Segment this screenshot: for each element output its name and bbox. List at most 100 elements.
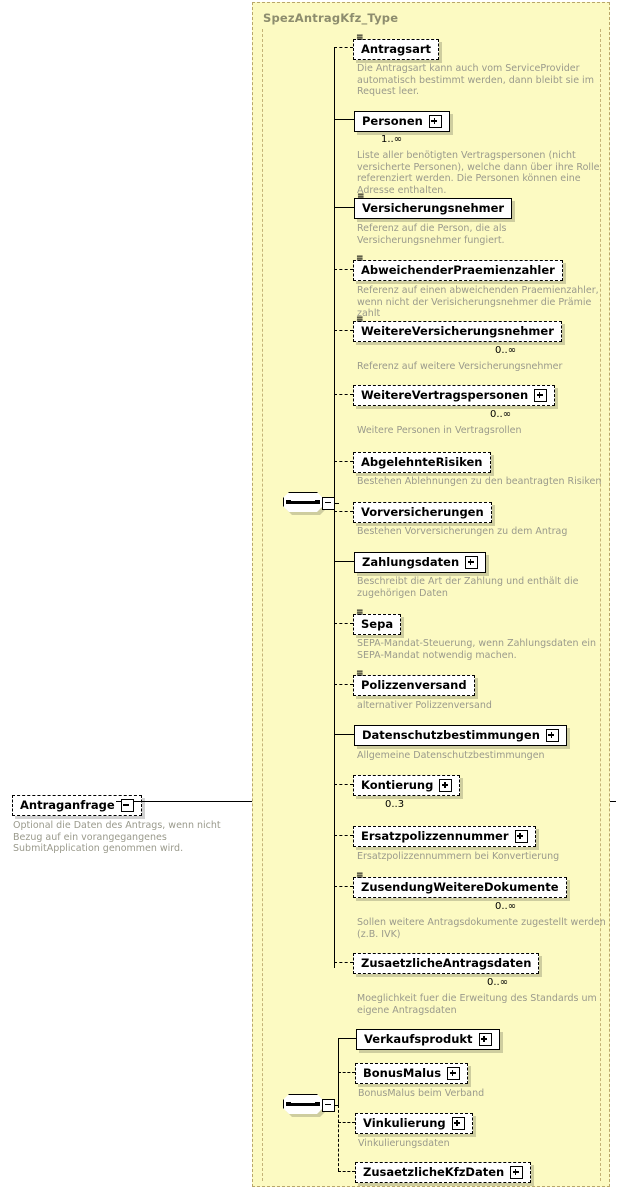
node-versicherungsnehmer-box[interactable]: ≡ Versicherungsnehmer bbox=[354, 193, 513, 219]
node-verkaufsprodukt-box[interactable]: Verkaufsprodukt bbox=[356, 1029, 500, 1050]
node-weitereversicherungsnehmer-occurrence: 0..∞ bbox=[495, 345, 517, 356]
plus-expander-icon[interactable] bbox=[439, 779, 453, 792]
node-weitereversicherungsnehmer[interactable]: ≡ WeitereVersicherungsnehmer bbox=[353, 316, 564, 344]
branch-datenschutzbestimmungen bbox=[334, 734, 354, 735]
node-antragsart-description: Die Antragsart kann auch vom ServiceProv… bbox=[357, 63, 594, 97]
group2-trunk-upper bbox=[338, 1038, 339, 1105]
branch-bonusmalus bbox=[338, 1072, 355, 1073]
node-bonusmalus-label: BonusMalus bbox=[363, 1066, 442, 1080]
attribute-marker-icon: ≡ bbox=[356, 669, 363, 679]
node-kontierung-box[interactable]: Kontierung bbox=[353, 775, 463, 798]
node-zusendungweiteredokumente-box[interactable]: ≡ ZusendungWeitereDokumente bbox=[353, 872, 569, 900]
node-ersatzpolizzennummer-box[interactable]: Ersatzpolizzennummer bbox=[353, 826, 536, 847]
minus-expander-icon[interactable] bbox=[322, 1098, 335, 1112]
branch-abweichenderpraemienzahler bbox=[334, 269, 353, 270]
node-ersatzpolizzennummer[interactable]: Ersatzpolizzennummer bbox=[353, 825, 536, 847]
node-datenschutzbestimmungen-box[interactable]: Datenschutzbestimmungen bbox=[354, 725, 567, 746]
minus-expander-icon[interactable] bbox=[120, 799, 134, 812]
node-datenschutzbestimmungen[interactable]: Datenschutzbestimmungen bbox=[354, 724, 567, 746]
branch-zusendungweiteredokumente bbox=[334, 886, 353, 887]
node-abweichenderpraemienzahler[interactable]: ≡ AbweichenderPraemienzahler bbox=[353, 255, 563, 281]
plus-expander-icon[interactable] bbox=[510, 1166, 524, 1179]
node-datenschutzbestimmungen-label: Datenschutzbestimmungen bbox=[362, 728, 540, 742]
node-vorversicherungen-box[interactable]: Vorversicherungen bbox=[353, 502, 492, 523]
node-antragsart-label: Antragsart bbox=[361, 42, 432, 56]
node-vorversicherungen-label: Vorversicherungen bbox=[361, 505, 484, 519]
node-weiterevertragspersonen-label: WeitereVertragspersonen bbox=[361, 388, 529, 402]
branch-weitereversicherungsnehmer bbox=[334, 330, 353, 331]
node-weiterevertragspersonen[interactable]: WeitereVertragspersonen bbox=[353, 384, 558, 408]
node-antragsart[interactable]: ≡ Antragsart bbox=[353, 34, 440, 60]
node-bonusmalus-box[interactable]: BonusMalus bbox=[355, 1063, 469, 1084]
minus-expander-icon[interactable] bbox=[322, 496, 335, 510]
branch-vorversicherungen bbox=[334, 511, 353, 512]
plus-expander-icon[interactable] bbox=[514, 830, 528, 843]
group2-trunk-lower bbox=[338, 1105, 339, 1171]
node-ersatzpolizzennummer-label: Ersatzpolizzennummer bbox=[361, 829, 509, 843]
branch-vinkulierung bbox=[338, 1122, 355, 1123]
sequence-compositor-1[interactable] bbox=[283, 492, 337, 515]
node-polizzenversand[interactable]: ≡ Polizzenversand bbox=[353, 670, 475, 696]
plus-expander-icon[interactable] bbox=[428, 115, 442, 128]
branch-versicherungsnehmer bbox=[334, 207, 354, 208]
node-abgelehnterisiken[interactable]: AbgelehnteRisiken bbox=[353, 451, 491, 473]
node-zahlungsdaten-description: Beschreibt die Art der Zahlung und enthä… bbox=[357, 576, 579, 599]
attribute-marker-icon: ≡ bbox=[356, 871, 363, 881]
node-kontierung-occurrence: 0..3 bbox=[385, 799, 405, 810]
node-antragsart-box[interactable]: ≡ Antragsart bbox=[353, 34, 440, 60]
node-vinkulierung-box[interactable]: Vinkulierung bbox=[355, 1113, 473, 1134]
plus-expander-icon[interactable] bbox=[451, 1117, 465, 1130]
node-abgelehnterisiken-box[interactable]: AbgelehnteRisiken bbox=[353, 452, 491, 473]
plus-expander-icon[interactable] bbox=[465, 556, 479, 569]
branch-zusaetzlichekfzdaten bbox=[338, 1171, 355, 1172]
sequence-dots-icon bbox=[286, 1102, 320, 1106]
node-antraganfrage[interactable]: Antraganfrage bbox=[12, 794, 142, 816]
node-personen[interactable]: Personen bbox=[354, 110, 452, 134]
attribute-marker-icon: ≡ bbox=[356, 608, 363, 618]
plus-expander-icon[interactable] bbox=[545, 729, 559, 742]
node-antraganfrage-box[interactable]: Antraganfrage bbox=[12, 795, 142, 816]
group1-trunk-upper bbox=[334, 47, 335, 503]
node-zahlungsdaten[interactable]: Zahlungsdaten bbox=[354, 551, 487, 573]
node-sepa-description: SEPA-Mandat-Steuerung, wenn Zahlungsdate… bbox=[357, 638, 597, 661]
node-zusaetzlichekfzdaten-box[interactable]: ZusaetzlicheKfzDaten bbox=[355, 1162, 532, 1183]
attribute-marker-icon: ≡ bbox=[356, 254, 363, 264]
node-abweichenderpraemienzahler-box[interactable]: ≡ AbweichenderPraemienzahler bbox=[353, 255, 563, 281]
node-vorversicherungen-description: Bestehen Vorversicherungen zu dem Antrag bbox=[357, 526, 568, 537]
plus-expander-icon[interactable] bbox=[478, 1033, 492, 1046]
node-vinkulierung-description: Vinkulierungsdaten bbox=[358, 1138, 450, 1149]
node-polizzenversand-box[interactable]: ≡ Polizzenversand bbox=[353, 670, 475, 696]
node-bonusmalus-description: BonusMalus beim Verband bbox=[358, 1088, 485, 1099]
node-weitereversicherungsnehmer-label: WeitereVersicherungsnehmer bbox=[361, 324, 554, 338]
node-personen-description: Liste aller benötigten Vertragspersonen … bbox=[357, 150, 600, 196]
complex-type-title: SpezAntragKfz_Type bbox=[263, 11, 399, 25]
node-zahlungsdaten-box[interactable]: Zahlungsdaten bbox=[354, 552, 487, 573]
node-zusaetzlicheantragsdaten[interactable]: ZusaetzlicheAntragsdaten bbox=[353, 952, 542, 976]
node-zusaetzlichekfzdaten[interactable]: ZusaetzlicheKfzDaten bbox=[355, 1161, 532, 1183]
node-bonusmalus[interactable]: BonusMalus bbox=[355, 1062, 469, 1084]
node-sepa[interactable]: ≡ Sepa bbox=[353, 609, 402, 635]
branch-zahlungsdaten bbox=[334, 561, 354, 562]
attribute-marker-icon: ≡ bbox=[357, 192, 364, 202]
sequence-dots-icon bbox=[286, 500, 320, 504]
node-verkaufsprodukt-label: Verkaufsprodukt bbox=[364, 1032, 473, 1046]
node-personen-box[interactable]: Personen bbox=[354, 111, 452, 134]
node-sepa-box[interactable]: ≡ Sepa bbox=[353, 609, 402, 635]
node-zahlungsdaten-label: Zahlungsdaten bbox=[362, 555, 460, 569]
node-versicherungsnehmer[interactable]: ≡ Versicherungsnehmer bbox=[354, 193, 513, 219]
sequence-compositor-2[interactable] bbox=[283, 1094, 337, 1117]
node-zusendungweiteredokumente[interactable]: ≡ ZusendungWeitereDokumente bbox=[353, 872, 569, 900]
node-zusendungweiteredokumente-description: Sollen weitere Antragsdokumente zugestel… bbox=[357, 917, 606, 940]
node-sepa-label: Sepa bbox=[361, 617, 394, 631]
plus-expander-icon[interactable] bbox=[534, 389, 548, 402]
plus-expander-icon[interactable] bbox=[447, 1067, 461, 1080]
node-weiterevertragspersonen-box[interactable]: WeitereVertragspersonen bbox=[353, 385, 558, 408]
node-vinkulierung[interactable]: Vinkulierung bbox=[355, 1112, 473, 1134]
node-vorversicherungen[interactable]: Vorversicherungen bbox=[353, 501, 492, 523]
node-verkaufsprodukt[interactable]: Verkaufsprodukt bbox=[356, 1028, 500, 1050]
node-zusaetzlicheantragsdaten-box[interactable]: ZusaetzlicheAntragsdaten bbox=[353, 953, 542, 976]
branch-polizzenversand bbox=[334, 684, 353, 685]
node-weitereversicherungsnehmer-box[interactable]: ≡ WeitereVersicherungsnehmer bbox=[353, 316, 564, 344]
node-kontierung[interactable]: Kontierung bbox=[353, 774, 463, 798]
